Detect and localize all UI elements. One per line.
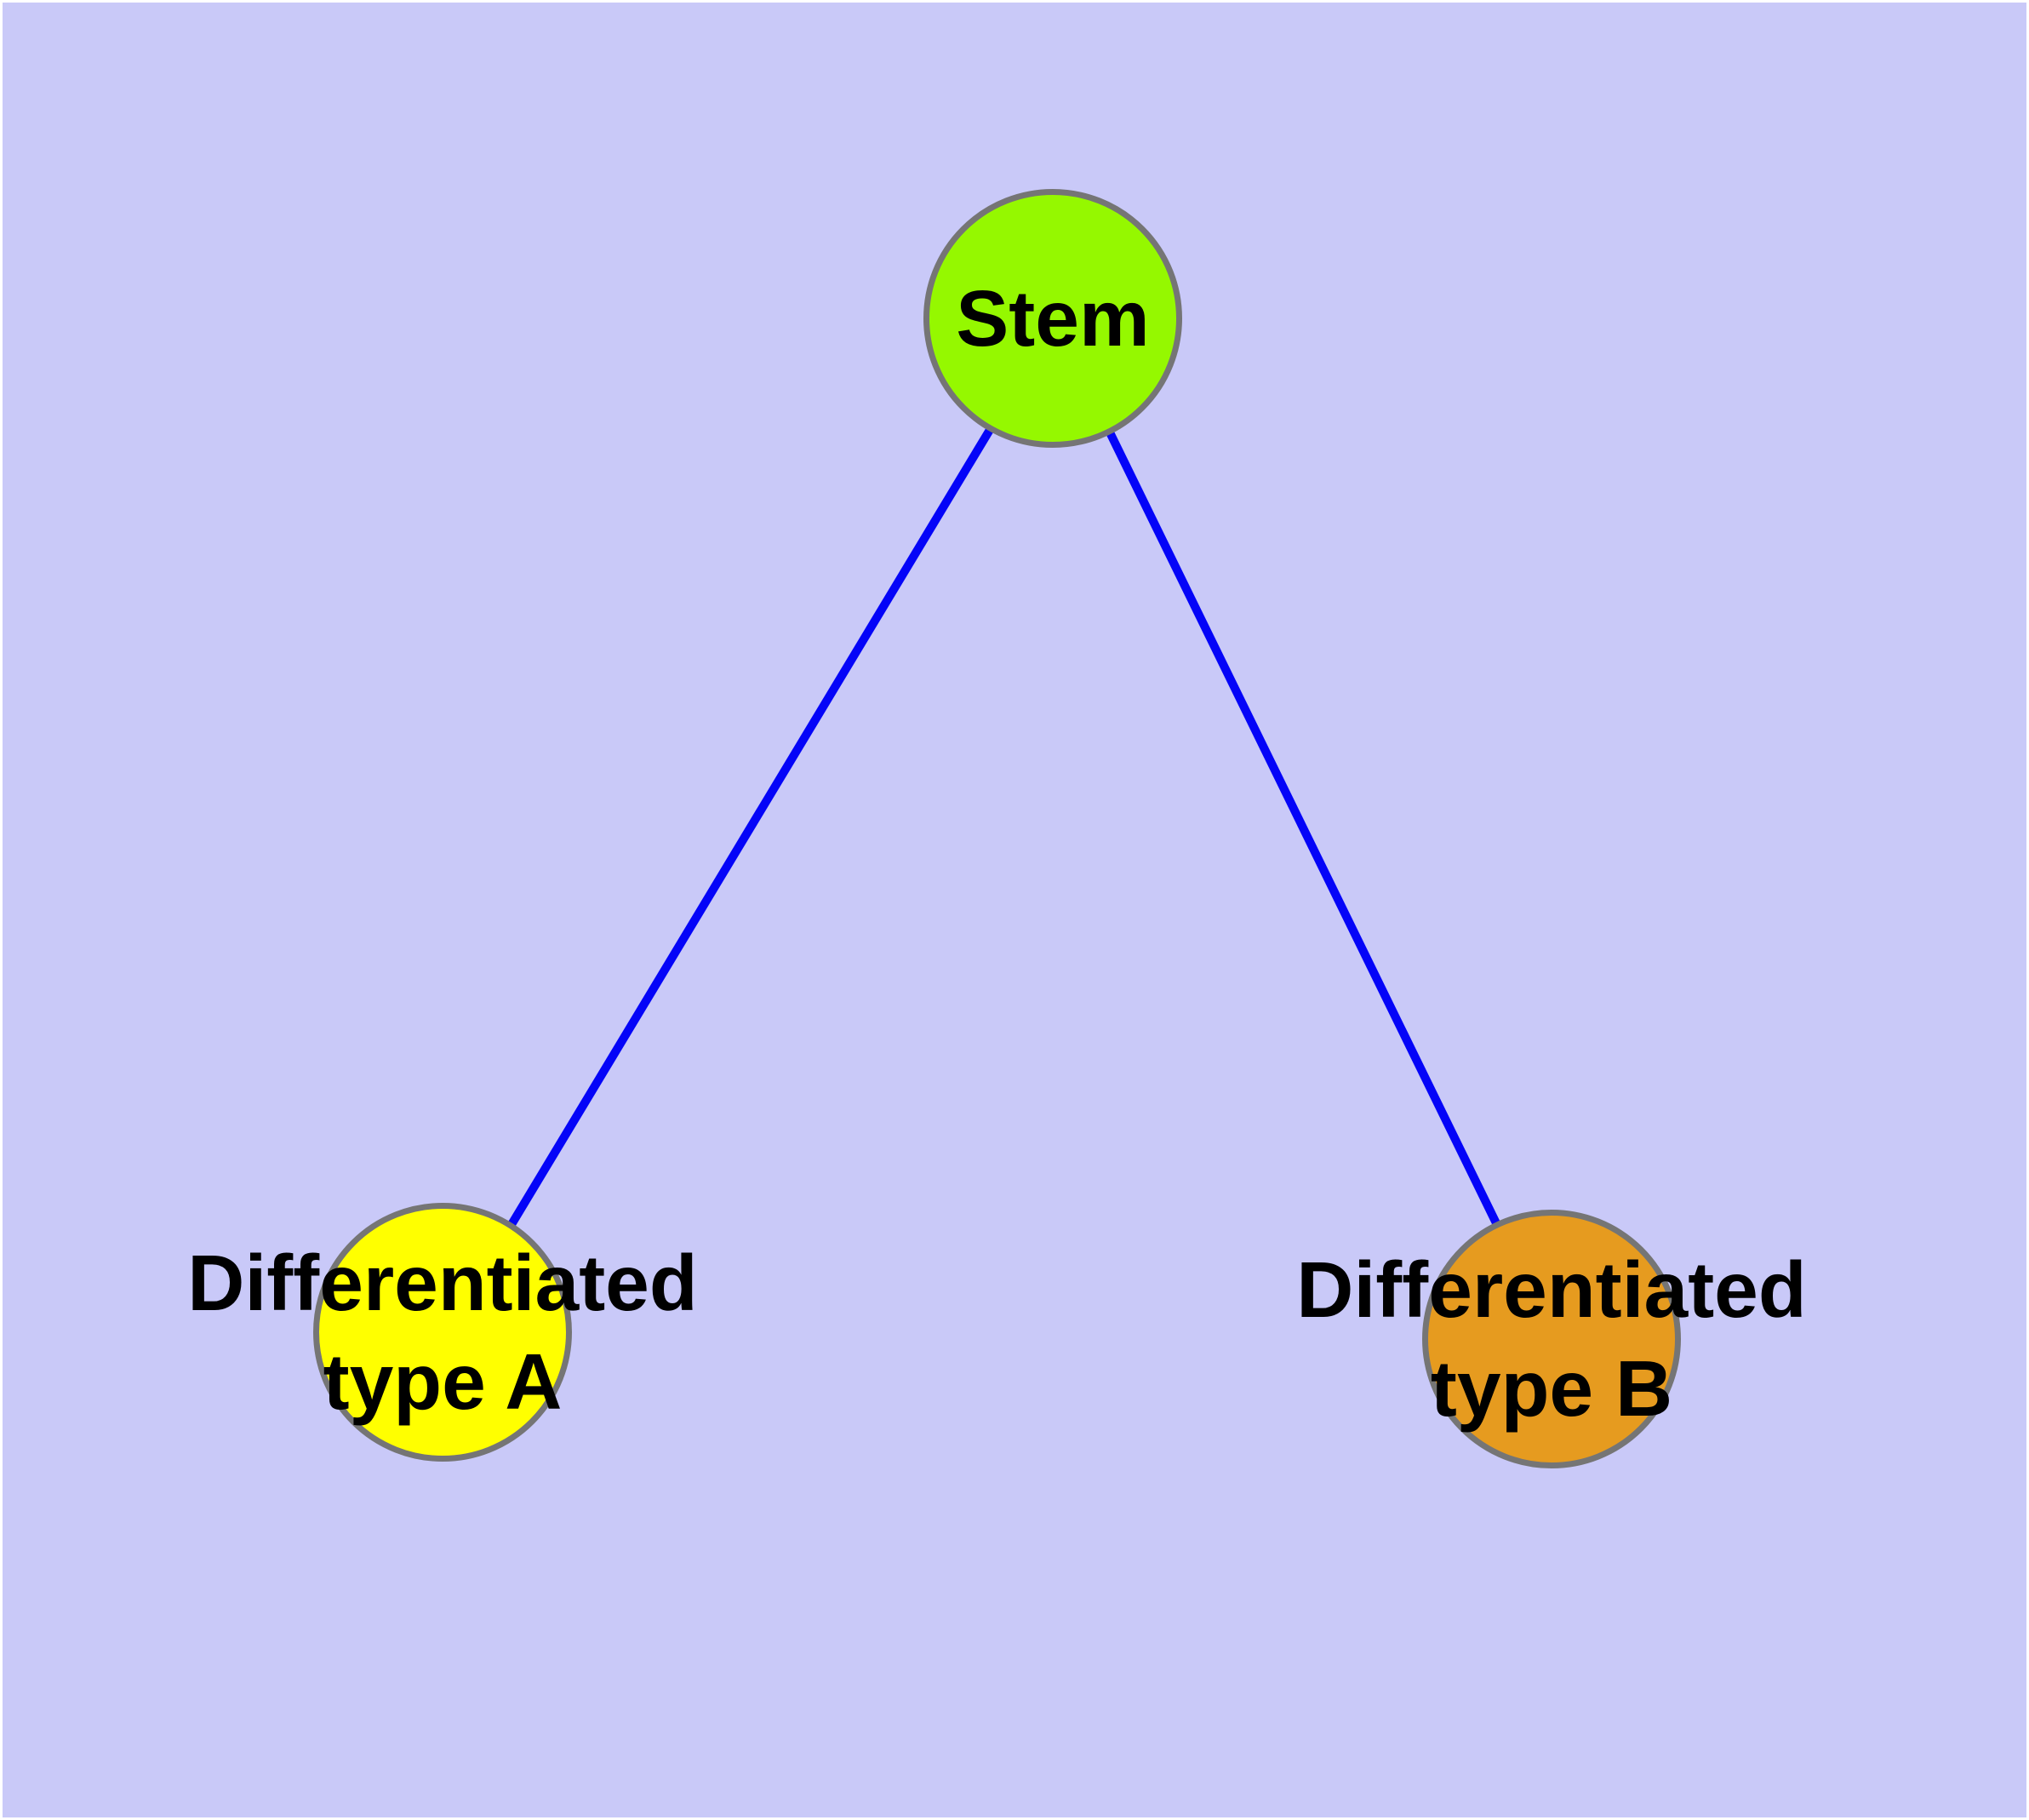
node-differentiated-type-b: Differentiated type B [1296, 1210, 1807, 1468]
node-stem-label: Stem [956, 269, 1149, 368]
node-differentiated-type-b-label: Differentiated type B [1296, 1240, 1806, 1438]
node-type-b-label-line2: type B [1430, 1344, 1673, 1433]
node-type-b-label-line1: Differentiated [1296, 1245, 1807, 1334]
node-type-a-label-line2: type A [323, 1337, 563, 1426]
node-differentiated-type-a: Differentiated type A [187, 1203, 698, 1462]
node-stem: Stem [923, 189, 1182, 448]
edge-layer [441, 318, 1558, 1344]
node-stem-label-line: Stem [956, 274, 1150, 363]
node-type-a-label-line1: Differentiated [187, 1239, 698, 1327]
edge-stem-to-type-b [1051, 318, 1558, 1344]
edge-stem-to-type-a [441, 318, 1060, 1337]
node-differentiated-type-a-label: Differentiated type A [187, 1233, 697, 1431]
